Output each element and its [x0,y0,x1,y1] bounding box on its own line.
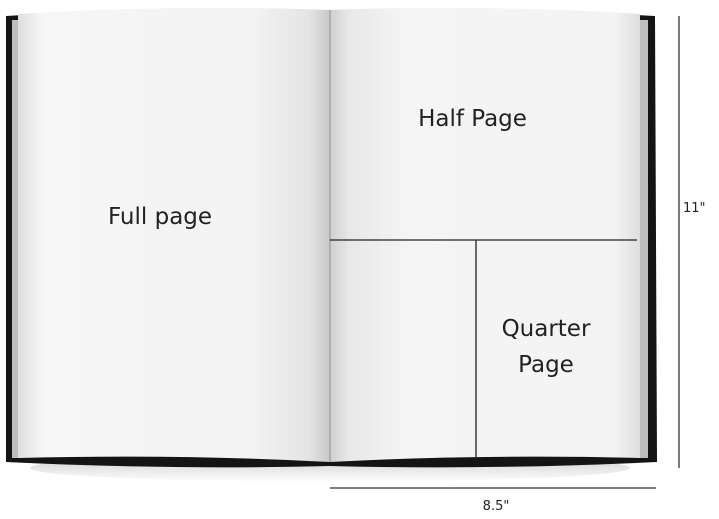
half-page-label: Half Page [418,106,527,132]
right-page [330,7,640,462]
width-dimension-label: 8.5" [482,499,510,514]
full-page-label: Full page [107,204,213,230]
quarter-page-label-line2: Page [518,352,574,378]
left-page-edges [12,20,22,458]
height-dimension-label: 11" [683,201,706,216]
left-page [18,7,330,462]
right-page-edges [638,20,648,458]
quarter-page-label-line1: Quarter [501,316,591,342]
